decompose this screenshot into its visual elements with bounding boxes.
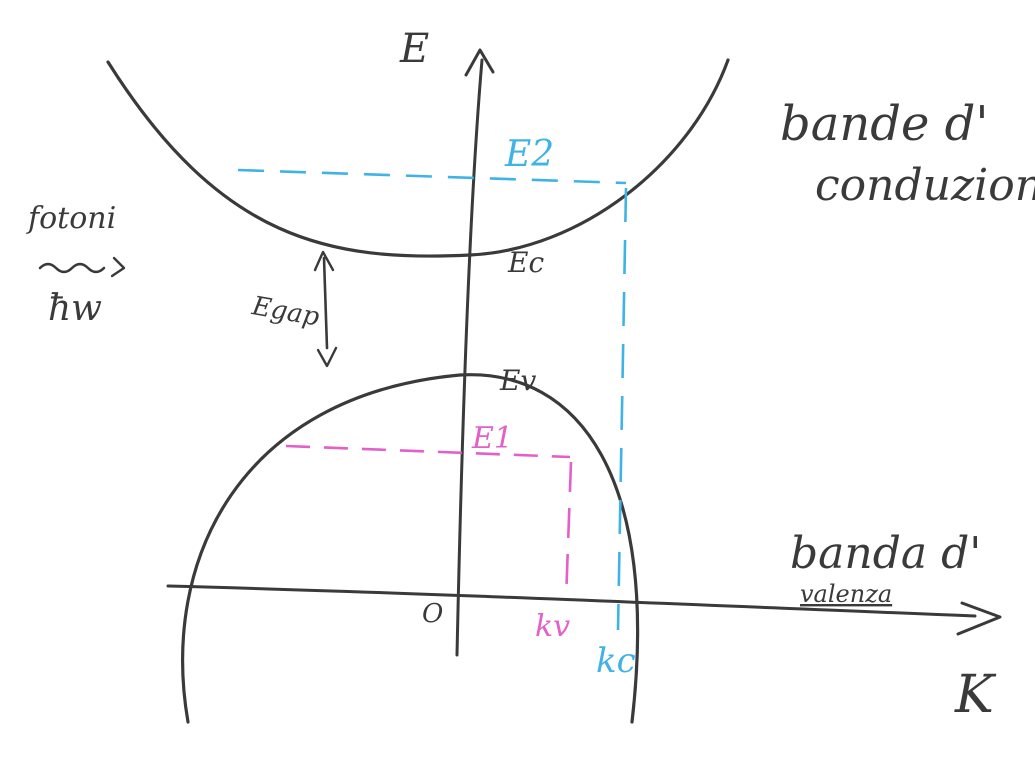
- kc-label: kc: [596, 641, 636, 681]
- egap-arrow-line: [322, 256, 329, 350]
- kv-label: kv: [535, 609, 570, 644]
- conduction-band-curve: [106, 58, 730, 258]
- e-axis-arrowhead: [464, 48, 495, 77]
- photon-wave-icon: [38, 262, 106, 274]
- kv-dashed-line: [564, 461, 573, 601]
- conduction-band-label-line1: bande d': [780, 96, 989, 152]
- e1-dashed-line: [285, 444, 571, 459]
- valence-band-label-line1: banda d': [790, 528, 981, 579]
- k-axis: [166, 584, 977, 618]
- k-axis-arrowhead: [956, 601, 1002, 636]
- ev-label: Ev: [499, 364, 536, 397]
- origin-label: O: [422, 599, 443, 629]
- kc-dashed-line: [616, 187, 628, 631]
- egap-arrowhead-up: [313, 250, 335, 272]
- e2-dashed-line: [237, 168, 627, 185]
- valence-band-label-line2: valenza: [800, 580, 892, 608]
- conduction-band-label-line2: conduzione: [815, 160, 1035, 211]
- photon-label-line3: ħw: [48, 288, 102, 329]
- egap-arrowhead-down: [316, 346, 338, 368]
- e-axis: [455, 58, 484, 657]
- photon-label-line1: fotoni: [26, 201, 116, 236]
- photon-arrowhead-icon: [110, 256, 126, 278]
- egap-label: Egap: [249, 291, 322, 333]
- ec-label: Ec: [507, 246, 544, 279]
- valence-band-curve: [181, 373, 640, 724]
- e-axis-label: E: [399, 26, 429, 72]
- k-axis-label: K: [954, 665, 997, 725]
- e1-label: E1: [471, 421, 513, 456]
- e2-label: E2: [504, 134, 554, 175]
